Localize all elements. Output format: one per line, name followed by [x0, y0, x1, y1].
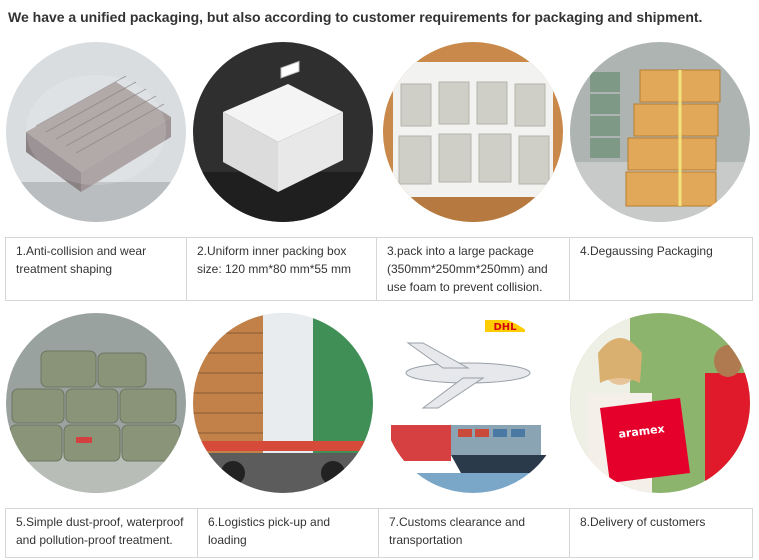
photo-magnet-stacks — [6, 42, 186, 222]
step-caption-7: 7.Customs clearance and transportation — [379, 509, 570, 557]
dhl-logo: DHL — [493, 322, 517, 333]
page-heading: We have a unified packaging, but also ac… — [8, 9, 703, 25]
photo-aramex-delivery: aramex — [570, 313, 750, 493]
step-caption-2: 2.Uniform inner packing box size: 120 mm… — [187, 238, 377, 300]
photo-transport-collage: DHL — [383, 313, 563, 493]
step-caption-5: 5.Simple dust-proof, waterproof and poll… — [6, 509, 198, 557]
step-caption-8: 8.Delivery of customers — [580, 515, 706, 529]
photo-foam-packing — [383, 42, 563, 222]
photo-stacked-cartons — [570, 42, 750, 222]
photo-white-box — [193, 42, 373, 222]
step-caption-4: 4.Degaussing Packaging — [580, 244, 713, 258]
aramex-logo: aramex — [618, 422, 666, 441]
caption-row-1: 1.Anti-collision and wear treatment shap… — [5, 237, 753, 301]
caption-row-2: 5.Simple dust-proof, waterproof and poll… — [5, 508, 753, 558]
step-caption-6: 6.Logistics pick-up and loading — [198, 509, 379, 557]
step-caption-3: 3.pack into a large package (350mm*250mm… — [377, 238, 570, 300]
photo-wrapped-packages — [6, 313, 186, 493]
photo-container-loading — [193, 313, 373, 493]
step-caption-1: 1.Anti-collision and wear treatment shap… — [6, 238, 187, 300]
